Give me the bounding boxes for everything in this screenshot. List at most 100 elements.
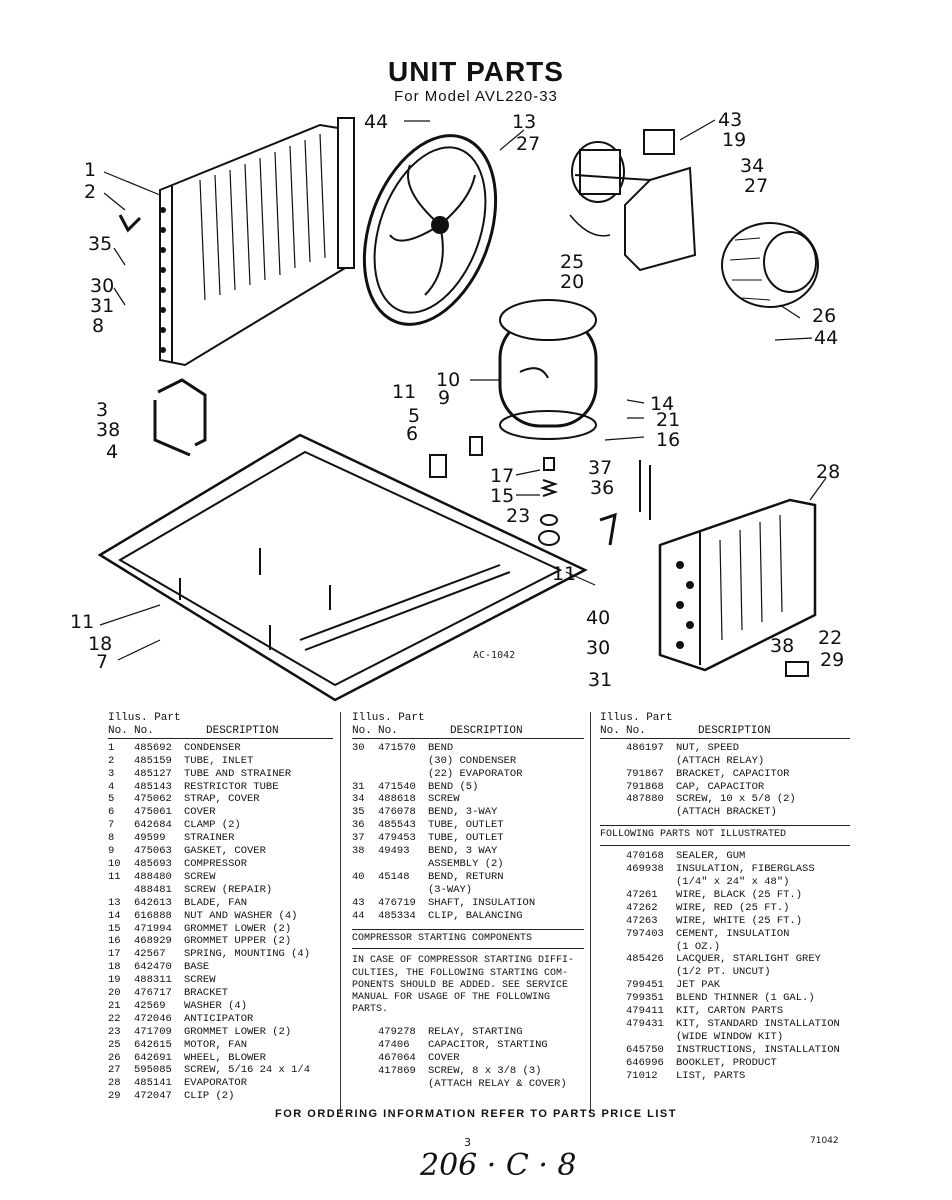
illus-number xyxy=(600,953,626,966)
col-header-illus: Illus. Part xyxy=(600,712,673,724)
part-description: BLADE, FAN xyxy=(184,896,248,909)
part-description: TUBE AND STRAINER xyxy=(184,767,292,780)
table-row: (22) EVAPORATOR xyxy=(352,768,584,781)
illus-number xyxy=(352,858,378,871)
part-number: 646996 xyxy=(626,1056,664,1069)
part-description: SPRING, MOUNTING (4) xyxy=(184,948,311,961)
part-number xyxy=(378,858,428,871)
col-header-no2: No. xyxy=(378,724,398,737)
illus-number: 18 xyxy=(108,961,121,974)
part-description: RESTRICTOR TUBE xyxy=(184,780,279,793)
col-header-row: No. No. DESCRIPTION xyxy=(108,725,333,739)
part-description: CLIP (2) xyxy=(184,1090,235,1103)
illus-number xyxy=(600,742,626,755)
part-number: 791868 xyxy=(626,780,664,793)
part-number: 47262 xyxy=(626,901,658,914)
part-number: 799351 xyxy=(626,992,664,1005)
part-description: MOTOR, FAN xyxy=(184,1038,248,1051)
callout-label: 26 xyxy=(812,305,836,327)
illus-number: 8 xyxy=(108,832,115,845)
part-description: BLEND THINNER (1 GAL.) xyxy=(676,992,815,1005)
part-number: 472047 xyxy=(134,1090,172,1103)
exploded-parts-diagram: AC-1042 1 2 35 30 31 8 3 38 4 44 13 27 4… xyxy=(70,109,844,702)
part-number: 645750 xyxy=(626,1043,664,1056)
callout-label: 23 xyxy=(506,505,530,527)
part-description: SCREW xyxy=(184,870,216,883)
col-header-no: No. xyxy=(108,724,128,737)
part-description: ASSEMBLY (2) xyxy=(428,857,504,870)
part-description: BEND (5) xyxy=(428,780,479,793)
callout-label: 11 xyxy=(392,381,416,403)
part-number: 475061 xyxy=(134,806,172,819)
part-number: 468929 xyxy=(134,935,172,948)
motor-bracket-drawing xyxy=(624,166,697,272)
part-number: 642615 xyxy=(134,1038,172,1051)
part-description: WIRE, BLACK (25 FT.) xyxy=(676,888,803,901)
illus-number xyxy=(600,992,626,1005)
illus-number xyxy=(352,1039,378,1052)
part-number xyxy=(626,941,676,954)
part-description: NUT AND WASHER (4) xyxy=(184,909,298,922)
illus-number xyxy=(352,1078,378,1091)
illus-number: 1 xyxy=(108,741,115,754)
illus-number: 9 xyxy=(108,845,115,858)
part-number xyxy=(378,768,428,781)
part-number: 472046 xyxy=(134,1012,172,1025)
compressor-section-heading: COMPRESSOR STARTING COMPONENTS xyxy=(352,928,584,950)
part-number: 642691 xyxy=(134,1051,172,1064)
part-number: 476719 xyxy=(378,896,416,909)
table-row: (ATTACH BRACKET) xyxy=(600,806,850,819)
part-description: GASKET, COVER xyxy=(184,845,266,858)
part-description: CONDENSER xyxy=(184,741,241,754)
fan-blade-drawing xyxy=(362,134,498,326)
part-number: 487880 xyxy=(626,793,664,806)
col-header-row: No. No. DESCRIPTION xyxy=(352,725,584,739)
callout-label: 16 xyxy=(656,429,680,451)
part-number: 485426 xyxy=(626,953,664,966)
part-number: 485693 xyxy=(134,857,172,870)
part-number xyxy=(378,755,428,768)
illus-number xyxy=(600,889,626,902)
part-description: SEALER, GUM xyxy=(676,850,746,863)
part-number xyxy=(626,755,676,768)
callout-label: 14 xyxy=(650,393,674,415)
callout-label: 40 xyxy=(586,607,610,629)
illus-number: 22 xyxy=(108,1012,121,1025)
callout-label: 28 xyxy=(816,461,840,483)
part-number: 47263 xyxy=(626,914,658,927)
part-description: (WIDE WINDOW KIT) xyxy=(676,1030,784,1043)
part-number: 42569 xyxy=(134,999,166,1012)
callout-label: 22 xyxy=(818,627,842,649)
callout-label: 30 xyxy=(90,275,114,297)
callout-label: 44 xyxy=(814,327,838,349)
callout-label: 36 xyxy=(590,477,614,499)
part-description: COVER xyxy=(428,1052,460,1065)
part-number: 799451 xyxy=(626,979,664,992)
table-row: (1 OZ.) xyxy=(600,941,850,954)
illus-number: 13 xyxy=(108,896,121,909)
part-number: 476078 xyxy=(378,806,416,819)
part-number xyxy=(626,966,676,979)
callout-label: 1 xyxy=(84,159,96,181)
part-description: (1/4" x 24" x 48") xyxy=(676,875,790,888)
callout-label: 31 xyxy=(588,669,612,691)
illus-number: 44 xyxy=(352,909,365,922)
illus-number: 29 xyxy=(108,1090,121,1103)
